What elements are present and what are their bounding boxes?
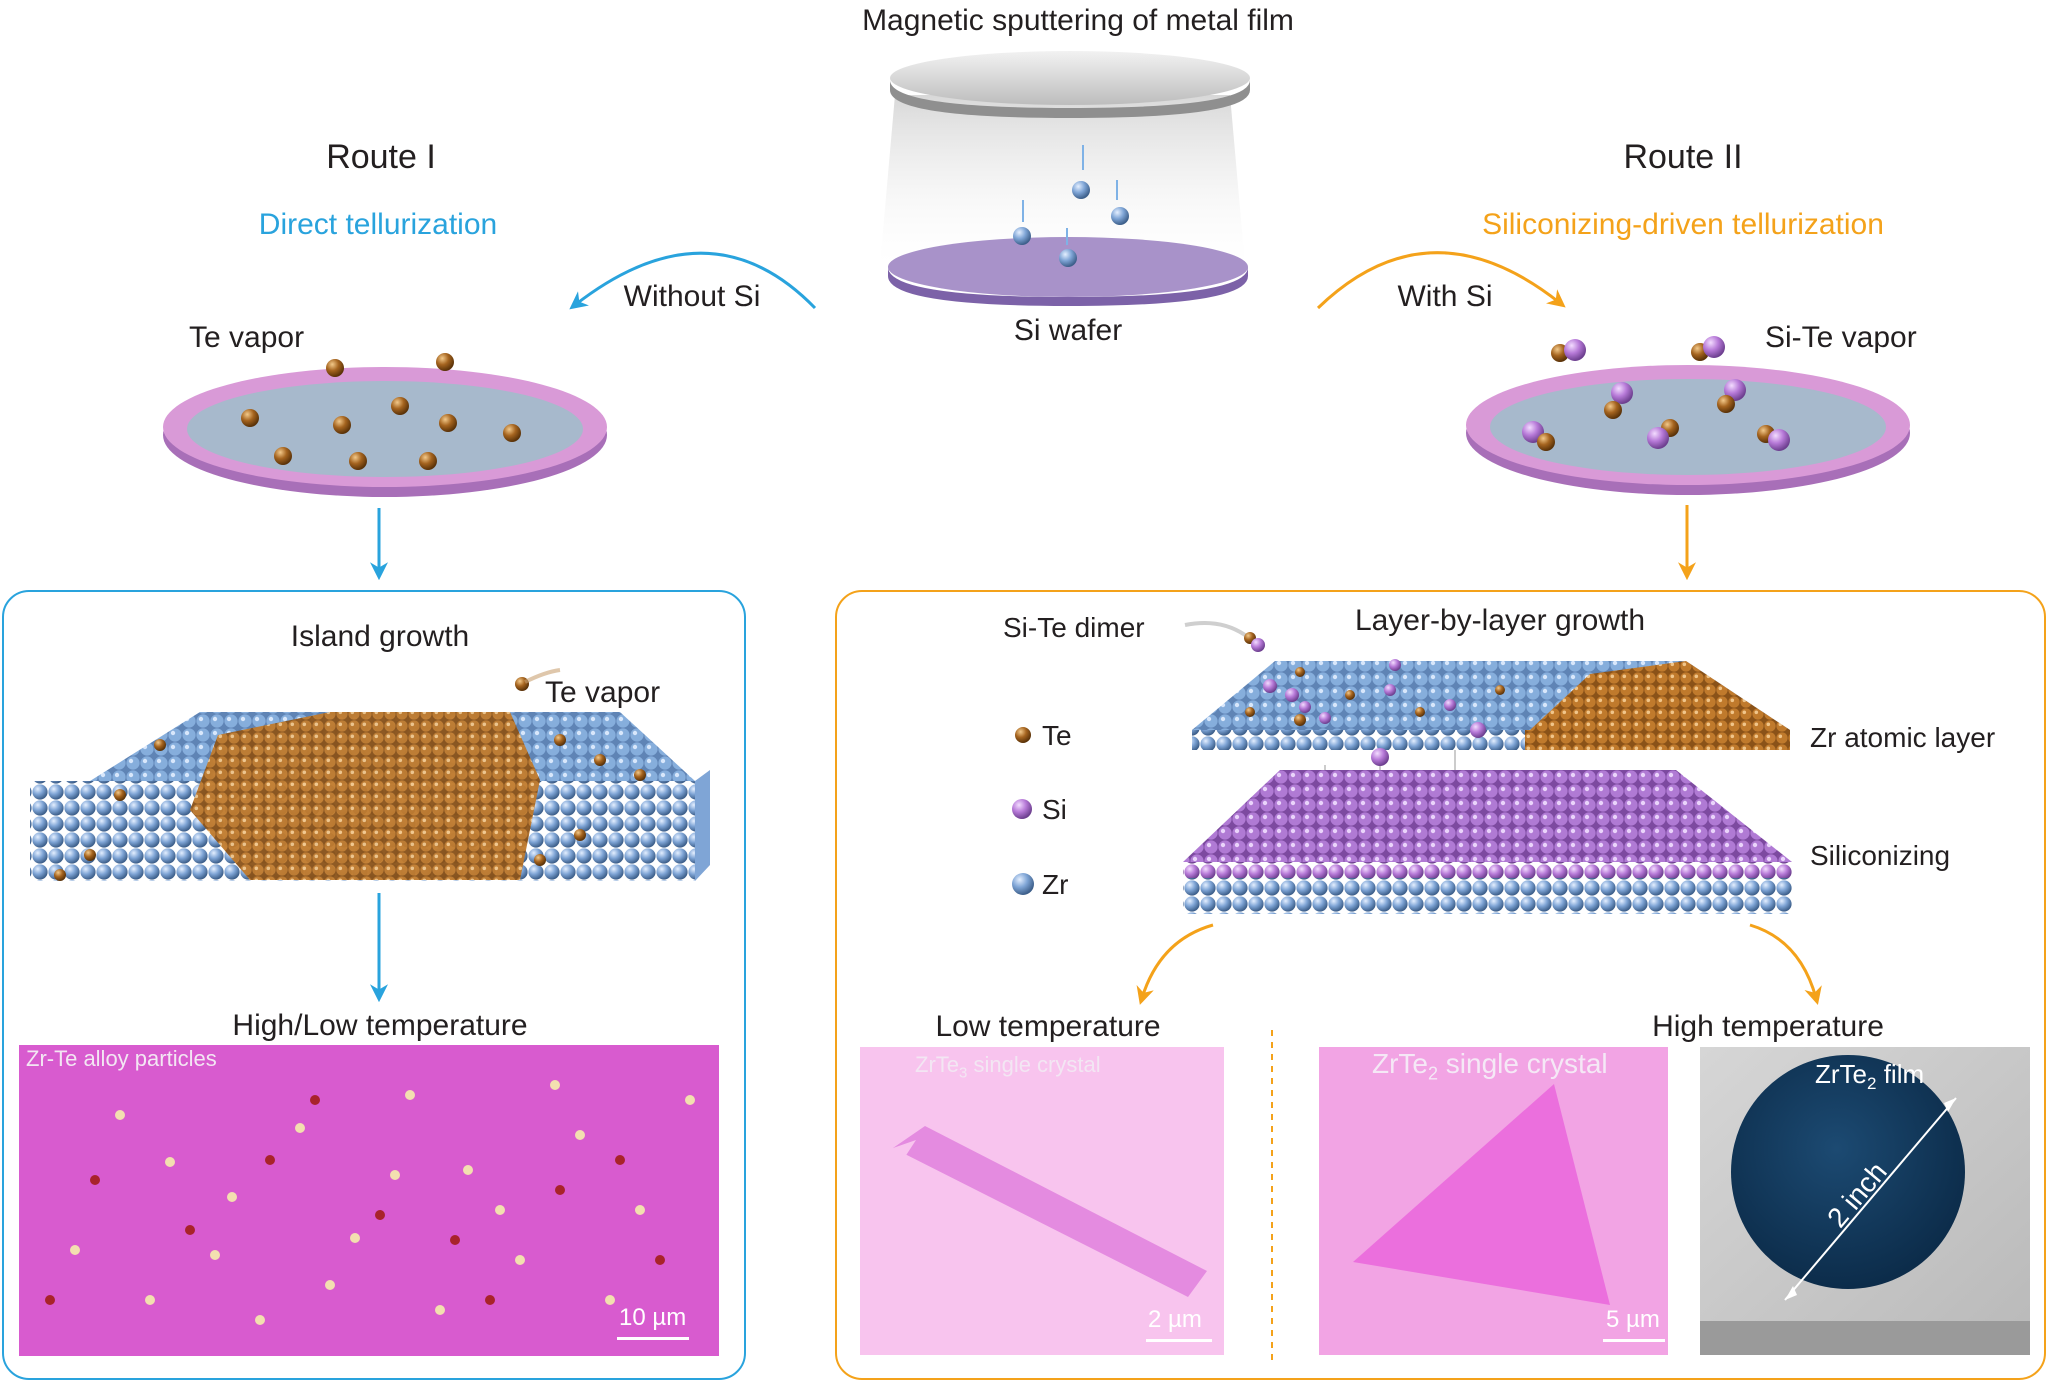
route2-title: Route II [1623,138,1743,176]
sputter-arrows [1022,145,1118,245]
route1-dish [163,367,607,497]
sputtering-title: Magnetic sputtering of metal film [862,4,1294,37]
zr-atomic-layer-label: Zr atomic layer [1810,722,1996,753]
scale-10um: 10 µm [619,1304,687,1331]
zr-te-particles-image [19,1045,719,1356]
scale-bar-2um [1146,1339,1212,1342]
route1-te-particles [241,353,521,470]
zr-atomic-layer-slab [1192,659,1790,750]
si-te-dimer [1184,621,1306,726]
legend-si-label: Si [1042,794,1067,825]
route2-dish [1466,365,1910,495]
route2-curved-arrow [1316,251,1566,310]
route2-panel-frame [835,590,2046,1380]
zr-atom [1072,181,1090,199]
route1-title: Route I [326,138,436,176]
scale-5um: 5 µm [1606,1306,1660,1333]
high-temp-label: High temperature [1652,1010,1884,1043]
siliconizing-slab [1183,748,1792,914]
si-wafer-label: Si wafer [1013,314,1123,347]
with-si-label: With Si [1397,280,1493,313]
zr-atom [1111,207,1129,225]
route1-panel-frame [2,590,746,1380]
layer-by-layer-title: Layer-by-layer growth [1354,604,1646,637]
scale-2um: 2 µm [1148,1306,1202,1333]
route1-subtitle: Direct tellurization [258,208,498,241]
high-temp-arrow [1749,923,1822,1005]
zrte2-crystal-label: ZrTe2 single crystal [1372,1048,1608,1084]
legend-zr-label: Zr [1042,869,1069,900]
zrte2-film-photo [1700,1047,2030,1355]
zrte2-crystal-image [1319,1047,1668,1355]
siliconizing-label: Siliconizing [1810,840,1951,871]
te-vapor-label: Te vapor [189,321,305,354]
si-te-vapor-label: Si-Te vapor [1765,321,1917,354]
low-temp-label: Low temperature [935,1010,1161,1043]
legend-te-label: Te [1042,720,1072,751]
island-growth-title: Island growth [290,620,470,653]
legend-spheres [1012,727,1034,895]
zr-atom [1059,249,1077,267]
zrte2-film-label: ZrTe2 film [1815,1059,1925,1094]
zr-te-image-label: Zr-Te alloy particles [26,1046,217,1071]
sputtering-apparatus [880,51,1250,306]
route2-subtitle: Siliconizing-driven tellurization [1482,208,1884,241]
scale-bar-10um [617,1337,689,1340]
zrte3-image-label: ZrTe3 single crystal [915,1052,1101,1082]
zrte3-crystal-image [860,1047,1224,1355]
si-te-dimer-label: Si-Te dimer [1003,612,1145,643]
zr-atom [1013,227,1031,245]
panel-te-vapor-label: Te vapor [545,676,661,709]
temp-label-route1: High/Low temperature [232,1009,528,1042]
route2-si-te-particles [1522,336,1790,451]
without-si-label: Without Si [623,280,761,313]
low-temp-arrow [1136,923,1214,1005]
scale-bar-5um [1603,1339,1665,1342]
island-growth-slab [30,668,710,881]
route1-curved-arrow [569,251,817,310]
